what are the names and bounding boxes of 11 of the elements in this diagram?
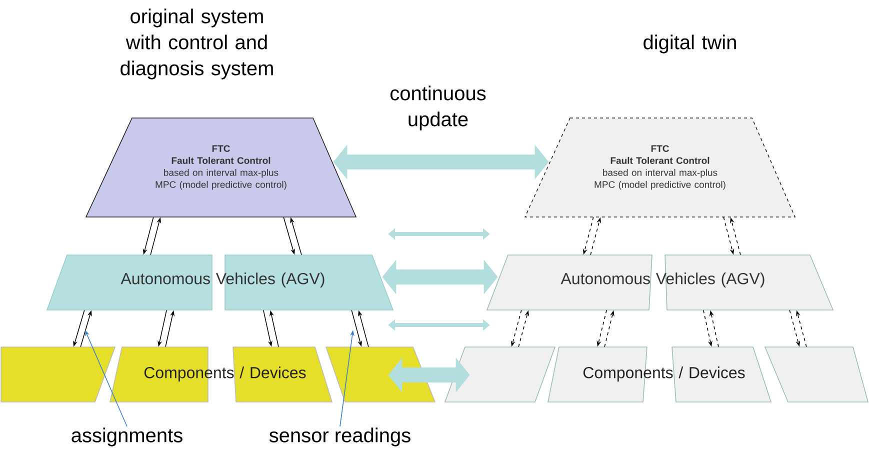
heading: original system with control and diagnosis system bbox=[120, 8, 273, 80]
callout-text: sensor readings bbox=[269, 428, 410, 446]
callout-text: assignments bbox=[72, 428, 182, 446]
trapezoid-box bbox=[232, 346, 333, 402]
row-label: Autonomous Vehicles (AGV) bbox=[560, 272, 764, 288]
row-label: Autonomous Vehicles (AGV) bbox=[120, 272, 324, 288]
heading: digital twin bbox=[644, 34, 736, 54]
row-label: Components / Devices bbox=[583, 366, 745, 382]
trapezoid-box bbox=[0, 346, 116, 402]
trapezoid-box bbox=[672, 346, 772, 402]
arrow-caption: continuous update bbox=[390, 86, 486, 130]
